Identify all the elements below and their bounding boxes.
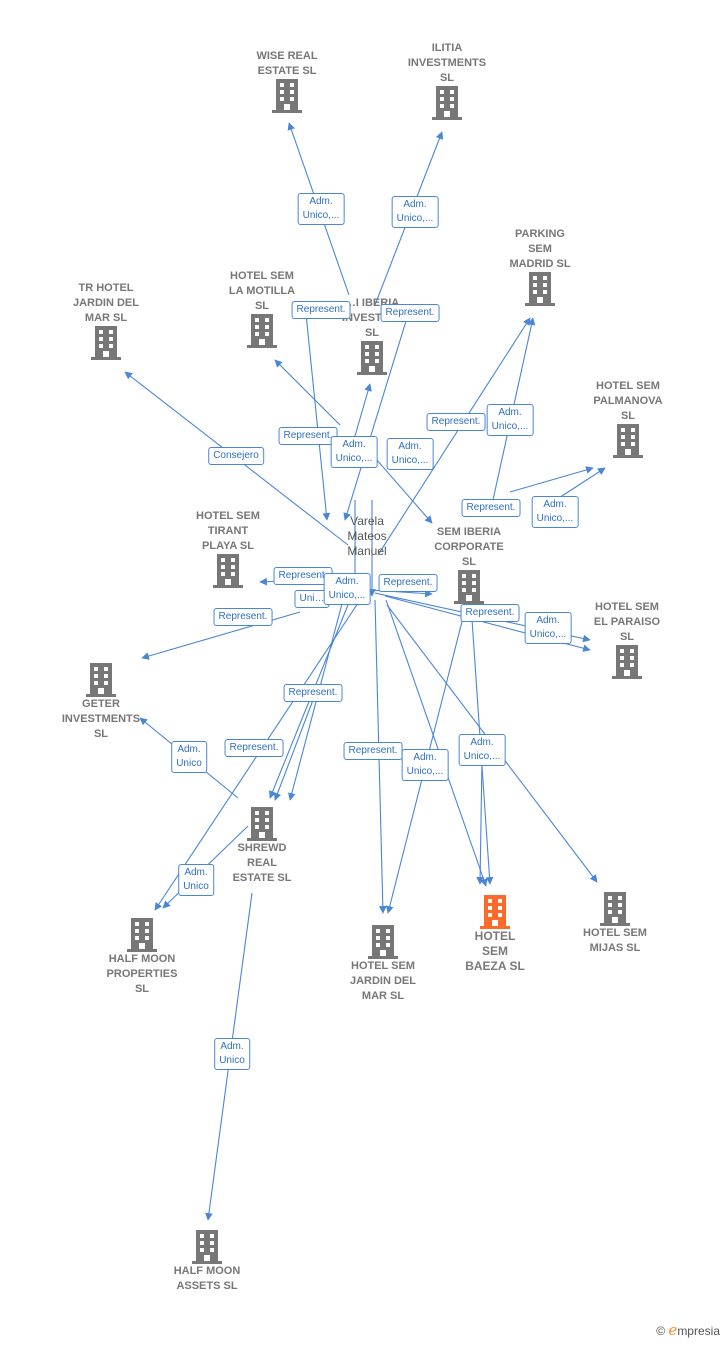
person-name: Varela Mateos Manuel <box>347 514 387 558</box>
node-label: HOTEL SEM EL PARAISO SL <box>593 601 661 643</box>
edge-label[interactable]: Adm. Unico,... <box>297 193 345 225</box>
node-half-moon-properties[interactable]: HALF MOON PROPERTIES SL <box>82 918 202 997</box>
building-icon <box>247 314 277 348</box>
edge-line <box>377 317 531 556</box>
node-hotel-sem-tirant-playa[interactable]: HOTEL SEM TIRANT PLAYA SL <box>168 509 288 588</box>
node-label: HOTEL SEM LA MOTILLA SL <box>228 270 296 312</box>
edge-line <box>274 359 341 426</box>
building-icon <box>480 895 510 929</box>
node-label: HOTEL SEM JARDIN DEL MAR SL <box>349 960 416 1002</box>
edge-label[interactable]: Adm. Unico,... <box>386 438 434 470</box>
building-icon <box>612 645 642 679</box>
node-label: TR HOTEL JARDIN DEL MAR SL <box>72 282 139 324</box>
node-sem-iberia-corporate[interactable]: SEM IBERIA CORPORATE SL <box>409 525 529 604</box>
edge-label[interactable]: Represent. <box>378 574 438 592</box>
node-hotel-sem-palmanova[interactable]: HOTEL SEM PALMANOVA SL <box>568 379 688 458</box>
node-hotel-sem-el-paraiso[interactable]: HOTEL SEM EL PARAISO SL <box>567 600 687 679</box>
edge-label[interactable]: Adm. Unico,... <box>323 573 371 605</box>
node-wise-real-estate[interactable]: WISE REAL ESTATE SL <box>227 49 347 113</box>
node-parking-sem-madrid[interactable]: PARKING SEM MADRID SL <box>480 227 600 306</box>
edge-line <box>509 466 594 493</box>
node-half-moon-assets[interactable]: HALF MOON ASSETS SL <box>147 1230 267 1294</box>
node-hotel-sem-jardin-del-mar[interactable]: HOTEL SEM JARDIN DEL MAR SL <box>323 925 443 1004</box>
node-label: HALF MOON PROPERTIES SL <box>106 953 178 995</box>
edge-label[interactable]: Adm. Unico <box>214 1038 250 1070</box>
node-label: HOTEL SEM BAEZA SL <box>465 929 525 973</box>
brand-e: e <box>668 1321 678 1339</box>
edge-label[interactable]: Represent. <box>426 413 486 431</box>
building-icon <box>192 1230 222 1264</box>
building-icon <box>213 554 243 588</box>
edge-line <box>141 611 301 660</box>
node-label: HOTEL SEM MIJAS SL <box>583 927 647 954</box>
building-icon <box>432 86 462 120</box>
node-hotel-sem-baeza[interactable]: HOTEL SEM BAEZA SL <box>435 895 555 974</box>
edge-label[interactable]: Adm. Unico <box>178 864 214 896</box>
node-label: GETER INVESTMENTS SL <box>61 698 141 740</box>
edge-line <box>476 759 484 885</box>
node-ilitia-investments[interactable]: ILITIA INVESTMENTS SL <box>387 41 507 120</box>
edge-label[interactable]: Represent. <box>224 739 284 757</box>
edge-label[interactable]: Adm. Unico,... <box>330 436 378 468</box>
node-geter-investments[interactable]: GETER INVESTMENTS SL <box>41 663 161 742</box>
edge-label[interactable]: Represent. <box>278 427 338 445</box>
building-icon <box>368 925 398 959</box>
node-label: ILITIA INVESTMENTS SL <box>407 42 487 84</box>
building-icon <box>247 807 277 841</box>
edge-label[interactable]: Adm. Unico,... <box>391 196 439 228</box>
node-tr-hotel-jardin-del-mar[interactable]: TR HOTEL JARDIN DEL MAR SL <box>46 281 166 360</box>
node-label: SEM IBERIA CORPORATE SL <box>434 526 504 568</box>
building-icon <box>127 918 157 952</box>
edge-line <box>385 599 488 887</box>
building-icon <box>454 570 484 604</box>
edge-label[interactable]: Represent. <box>283 684 343 702</box>
node-label: HALF MOON ASSETS SL <box>173 1265 241 1292</box>
edge-line <box>304 303 331 521</box>
edge-label[interactable]: Adm. Unico <box>171 741 207 773</box>
edge-label[interactable]: Consejero <box>208 447 264 465</box>
edge-label[interactable]: Adm. Unico,... <box>458 734 506 766</box>
node-label: SHREWD REAL ESTATE SL <box>232 842 292 884</box>
edge-label[interactable]: Represent. <box>380 304 440 322</box>
brand-text: mpresia <box>677 1324 720 1338</box>
edge-label[interactable]: Represent. <box>461 499 521 517</box>
edge-label[interactable]: Adm. Unico,... <box>524 612 572 644</box>
edge-label[interactable]: Represent. <box>343 742 403 760</box>
building-icon <box>613 424 643 458</box>
copyright-icon: © <box>656 1324 666 1338</box>
edge-label[interactable]: Represent. <box>291 301 351 319</box>
edge-label[interactable]: Represent. <box>273 567 333 585</box>
edge-label[interactable]: Adm. Unico,... <box>486 404 534 436</box>
edge-label[interactable]: Adm. Unico,... <box>531 496 579 528</box>
node-hotel-sem-la-motilla[interactable]: HOTEL SEM LA MOTILLA SL <box>202 269 322 348</box>
building-icon <box>272 79 302 113</box>
edge-label[interactable]: Represent. <box>213 608 273 626</box>
edge-label[interactable]: Represent. <box>460 604 520 622</box>
person-varela-mateos-manuel[interactable]: Varela Mateos Manuel <box>327 514 407 559</box>
edge-line <box>354 383 372 437</box>
building-icon <box>525 272 555 306</box>
building-icon <box>357 341 387 375</box>
node-label: WISE REAL ESTATE SL <box>256 50 318 77</box>
edge-label[interactable]: Adm. Unico,... <box>401 749 449 781</box>
empresia-logo: © empresia <box>656 1321 720 1339</box>
node-label: HOTEL SEM TIRANT PLAYA SL <box>196 510 260 552</box>
building-icon <box>91 326 121 360</box>
node-label: HOTEL SEM PALMANOVA SL <box>593 380 663 422</box>
edge-line <box>273 699 314 801</box>
building-icon <box>86 663 116 697</box>
node-label: PARKING SEM MADRID SL <box>509 228 571 270</box>
edge-line <box>343 307 411 521</box>
node-shrewd-real-estate[interactable]: SHREWD REAL ESTATE SL <box>202 807 322 886</box>
node-hotel-sem-mijas[interactable]: HOTEL SEM MIJAS SL <box>555 892 675 956</box>
building-icon <box>600 892 630 926</box>
